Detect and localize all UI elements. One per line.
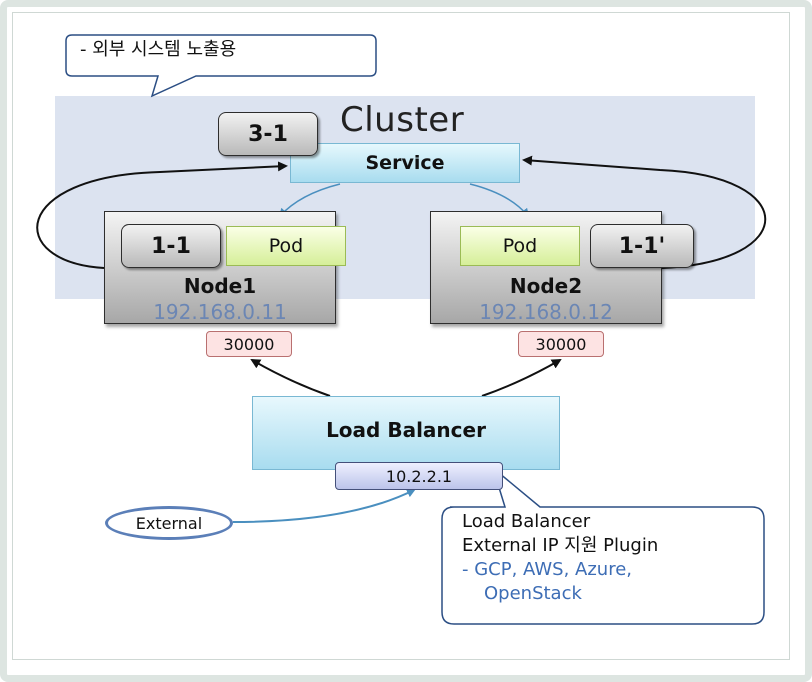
callout-top-text: - 외부 시스템 노출용: [80, 39, 237, 60]
callout-lb-bubble: [441, 465, 765, 625]
cluster-label: Cluster: [340, 100, 465, 140]
callout-lb-line2: External IP 지원 Plugin: [462, 535, 659, 556]
external-to-lb-arrow: [232, 489, 416, 523]
lb-to-node2-arrow: [481, 358, 562, 397]
service-box: Service: [290, 143, 520, 183]
node2-to-service-loop: [522, 155, 767, 269]
node2-port: 30000: [518, 331, 604, 357]
node1-name: Node1: [183, 274, 257, 298]
load-balancer-ip: 10.2.2.1: [335, 462, 503, 490]
callout-lb-line3: - GCP, AWS, Azure,: [462, 559, 632, 580]
callout-lb-line4: OpenStack: [484, 583, 582, 604]
node2-ip: 192.168.0.12: [479, 300, 613, 324]
node1-pod: Pod: [226, 226, 346, 266]
load-balancer-box: Load Balancer: [252, 396, 560, 470]
lb-to-node1-arrow: [250, 358, 331, 397]
node1-ip: 192.168.0.11: [153, 300, 287, 324]
callout-lb-text: Load Balancer External IP 지원 Plugin - GC…: [462, 510, 658, 606]
callout-top-bubble: [65, 34, 377, 98]
node2-pod-step-tag: 1-1': [590, 224, 694, 268]
node1-pod-step-tag: 1-1: [121, 224, 221, 268]
callout-lb-line1: Load Balancer: [462, 511, 591, 532]
node2-name: Node2: [509, 274, 583, 298]
service-step-tag: 3-1: [218, 112, 318, 156]
external-client: External: [105, 506, 233, 540]
node1-port: 30000: [206, 331, 292, 357]
node1-to-service-loop: [36, 161, 288, 269]
node2-pod: Pod: [460, 226, 580, 266]
